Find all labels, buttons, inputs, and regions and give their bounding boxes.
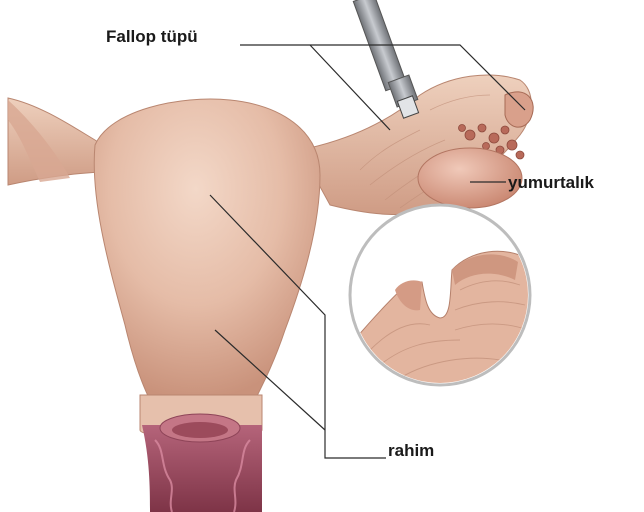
tube-end [505, 92, 533, 127]
uterus-body [94, 99, 320, 400]
uterus-label: rahim [388, 442, 434, 459]
ovary [418, 148, 522, 208]
surgical-instrument [353, 0, 418, 118]
magnified-inset [350, 205, 530, 390]
ovary-label: yumurtalık [508, 174, 594, 191]
fallopian-tube-label: Fallop tüpü [106, 28, 198, 45]
